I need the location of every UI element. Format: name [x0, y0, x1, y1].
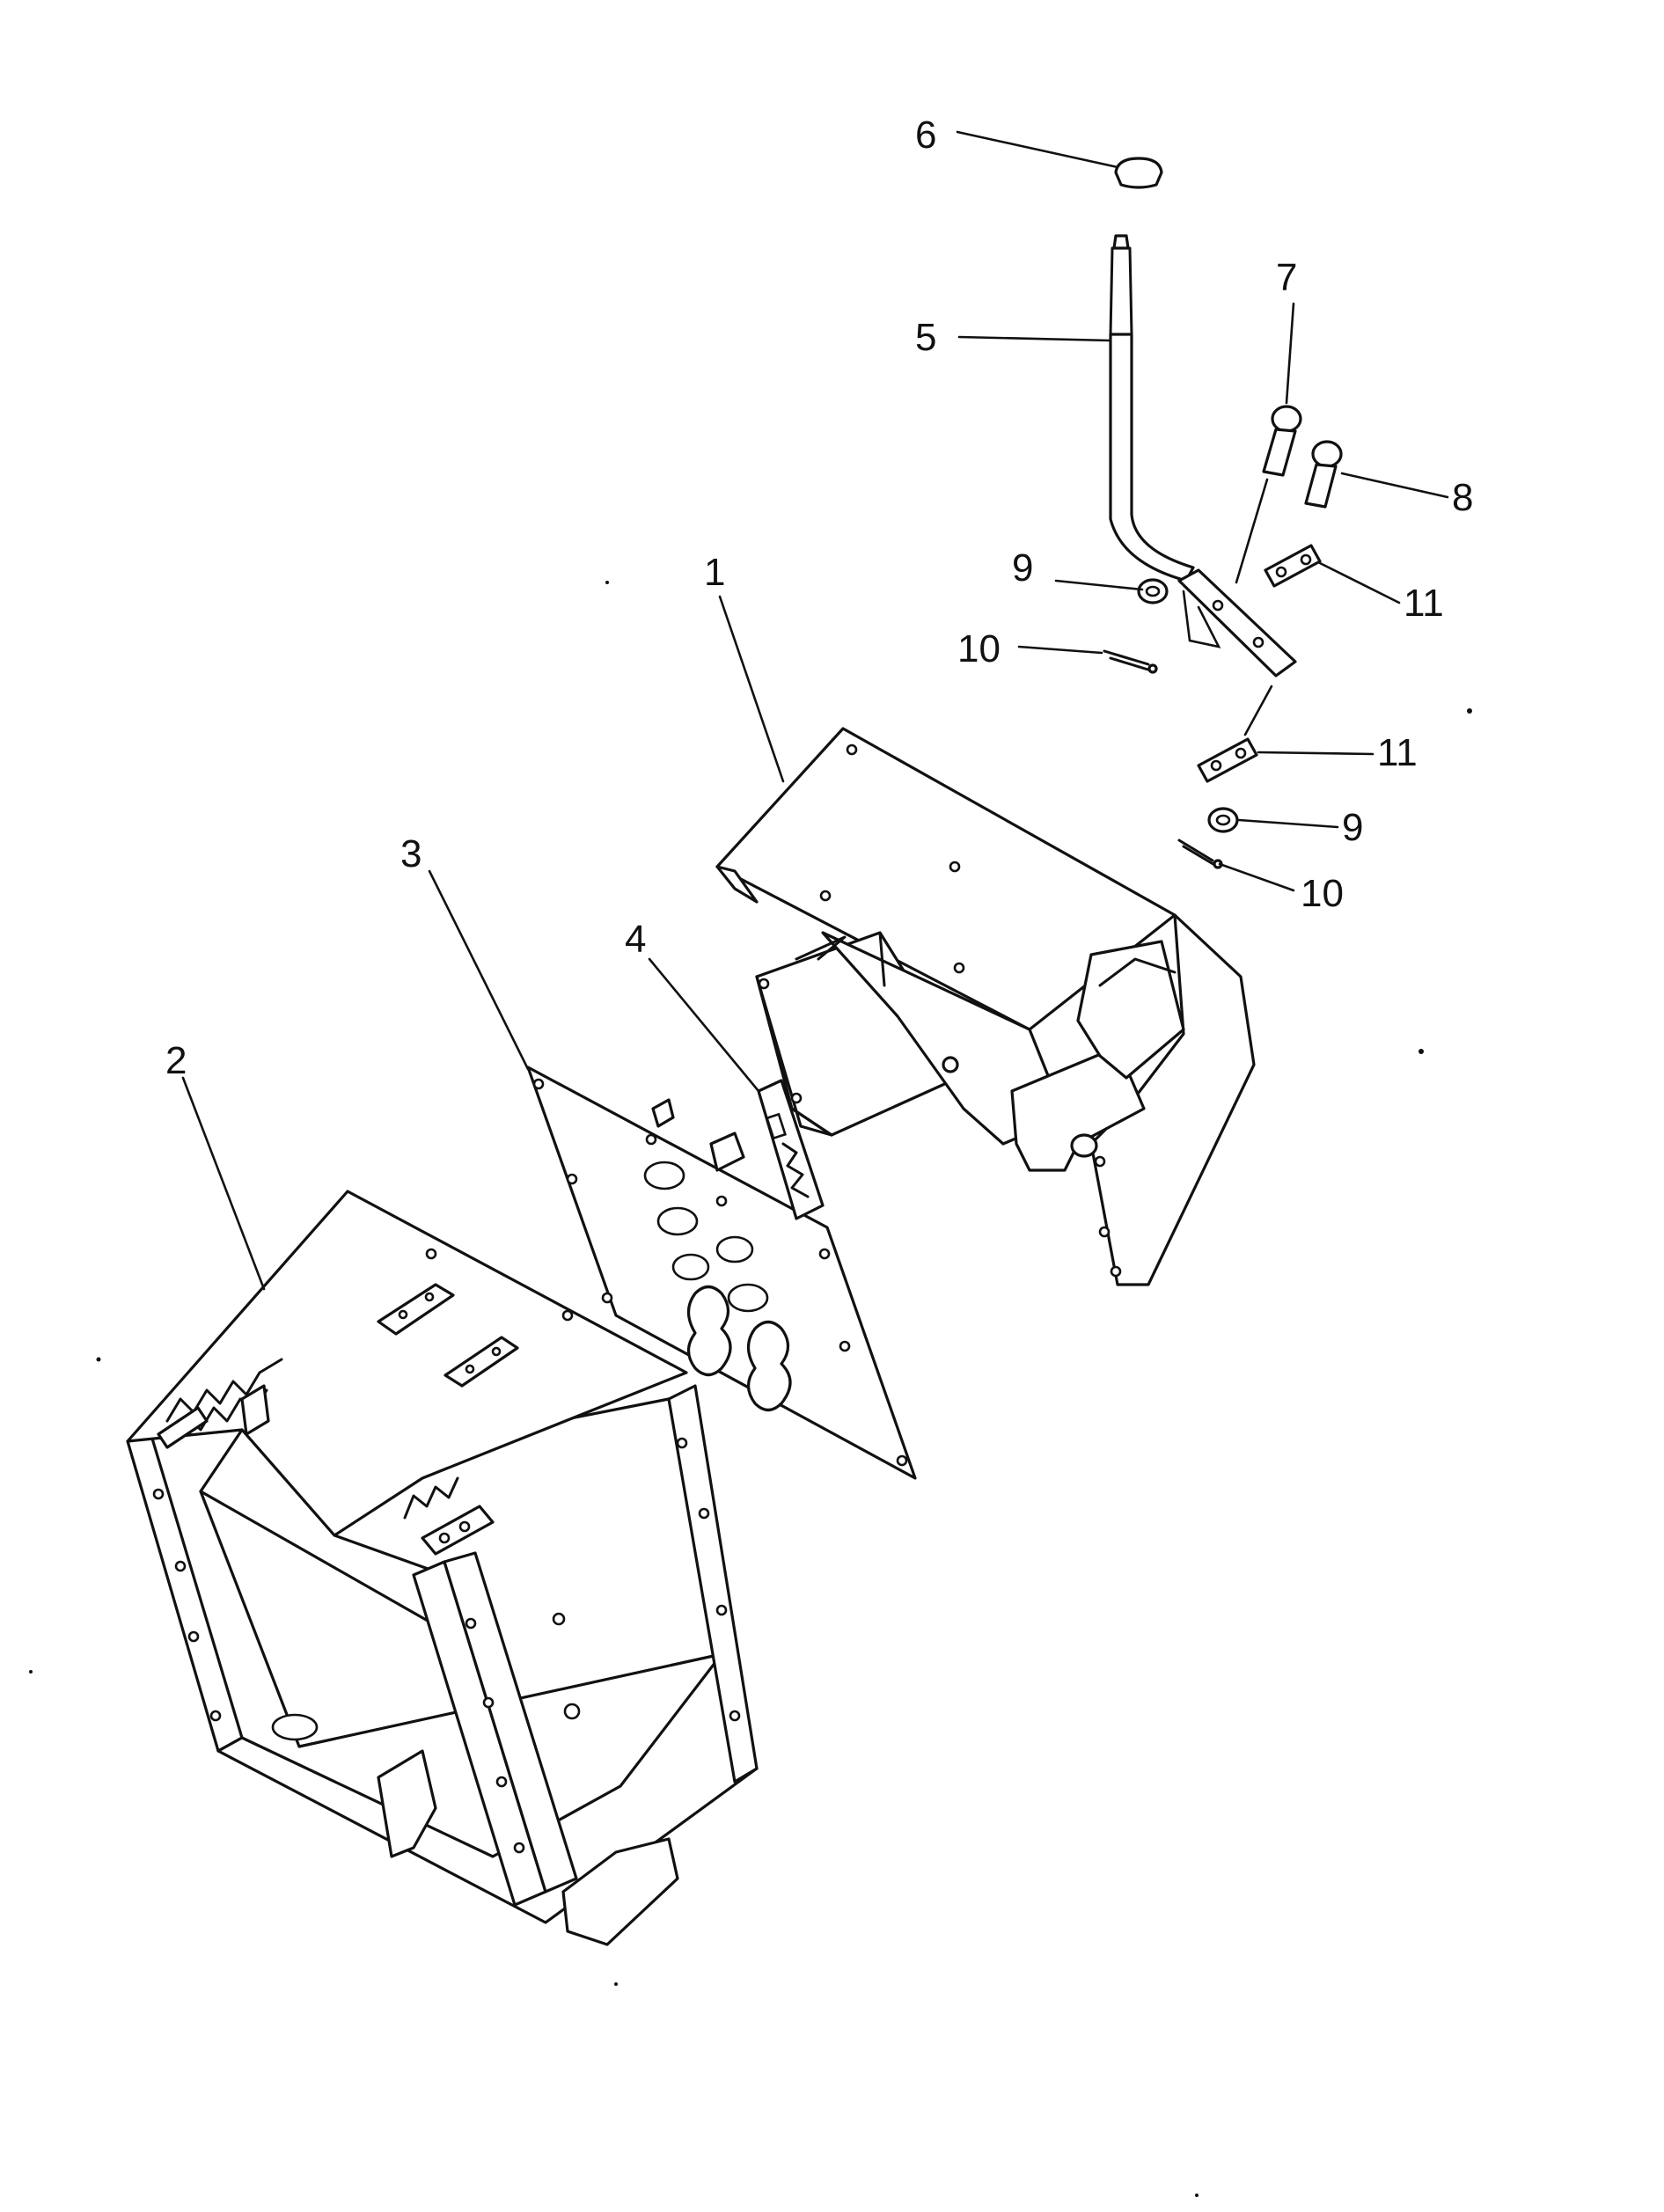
lower-frame: [126, 1190, 759, 1946]
callout-2: 2: [165, 1039, 187, 1082]
link-plate-upper: [1264, 544, 1322, 588]
cotter-pin-upper: [1103, 649, 1158, 674]
callout-10-upper: 10: [957, 627, 1001, 670]
callout-8: 8: [1452, 476, 1473, 519]
washer-lower: [1207, 807, 1239, 833]
callout-11-upper: 11: [1404, 582, 1444, 625]
callout-labels: 6 5 7 8 9 10 11 11 9 10 1 3 4 2: [165, 114, 1473, 1082]
callout-3: 3: [400, 832, 421, 875]
shift-lever: [1109, 234, 1297, 678]
pin-7: [1262, 405, 1302, 477]
callout-10-lower: 10: [1301, 872, 1344, 915]
callout-9-upper: 9: [1012, 546, 1033, 590]
scan-specks: [29, 581, 1472, 2197]
callout-5: 5: [915, 316, 936, 359]
callout-4: 4: [625, 918, 646, 961]
link-plate-lower: [1197, 737, 1258, 783]
callout-1: 1: [704, 551, 725, 594]
washer-upper: [1137, 578, 1169, 604]
cover-hood: [715, 727, 1256, 1286]
callout-9-lower: 9: [1342, 806, 1363, 849]
callout-11-lower: 11: [1377, 731, 1418, 774]
leader-lines: [181, 130, 1449, 1291]
callout-6: 6: [915, 114, 936, 157]
knob: [1114, 157, 1163, 189]
cotter-pin-lower: [1177, 839, 1223, 869]
callout-7: 7: [1276, 256, 1297, 299]
small-bracket: [757, 1079, 825, 1220]
pin-8: [1304, 440, 1343, 509]
mounting-plate: [526, 1066, 917, 1480]
